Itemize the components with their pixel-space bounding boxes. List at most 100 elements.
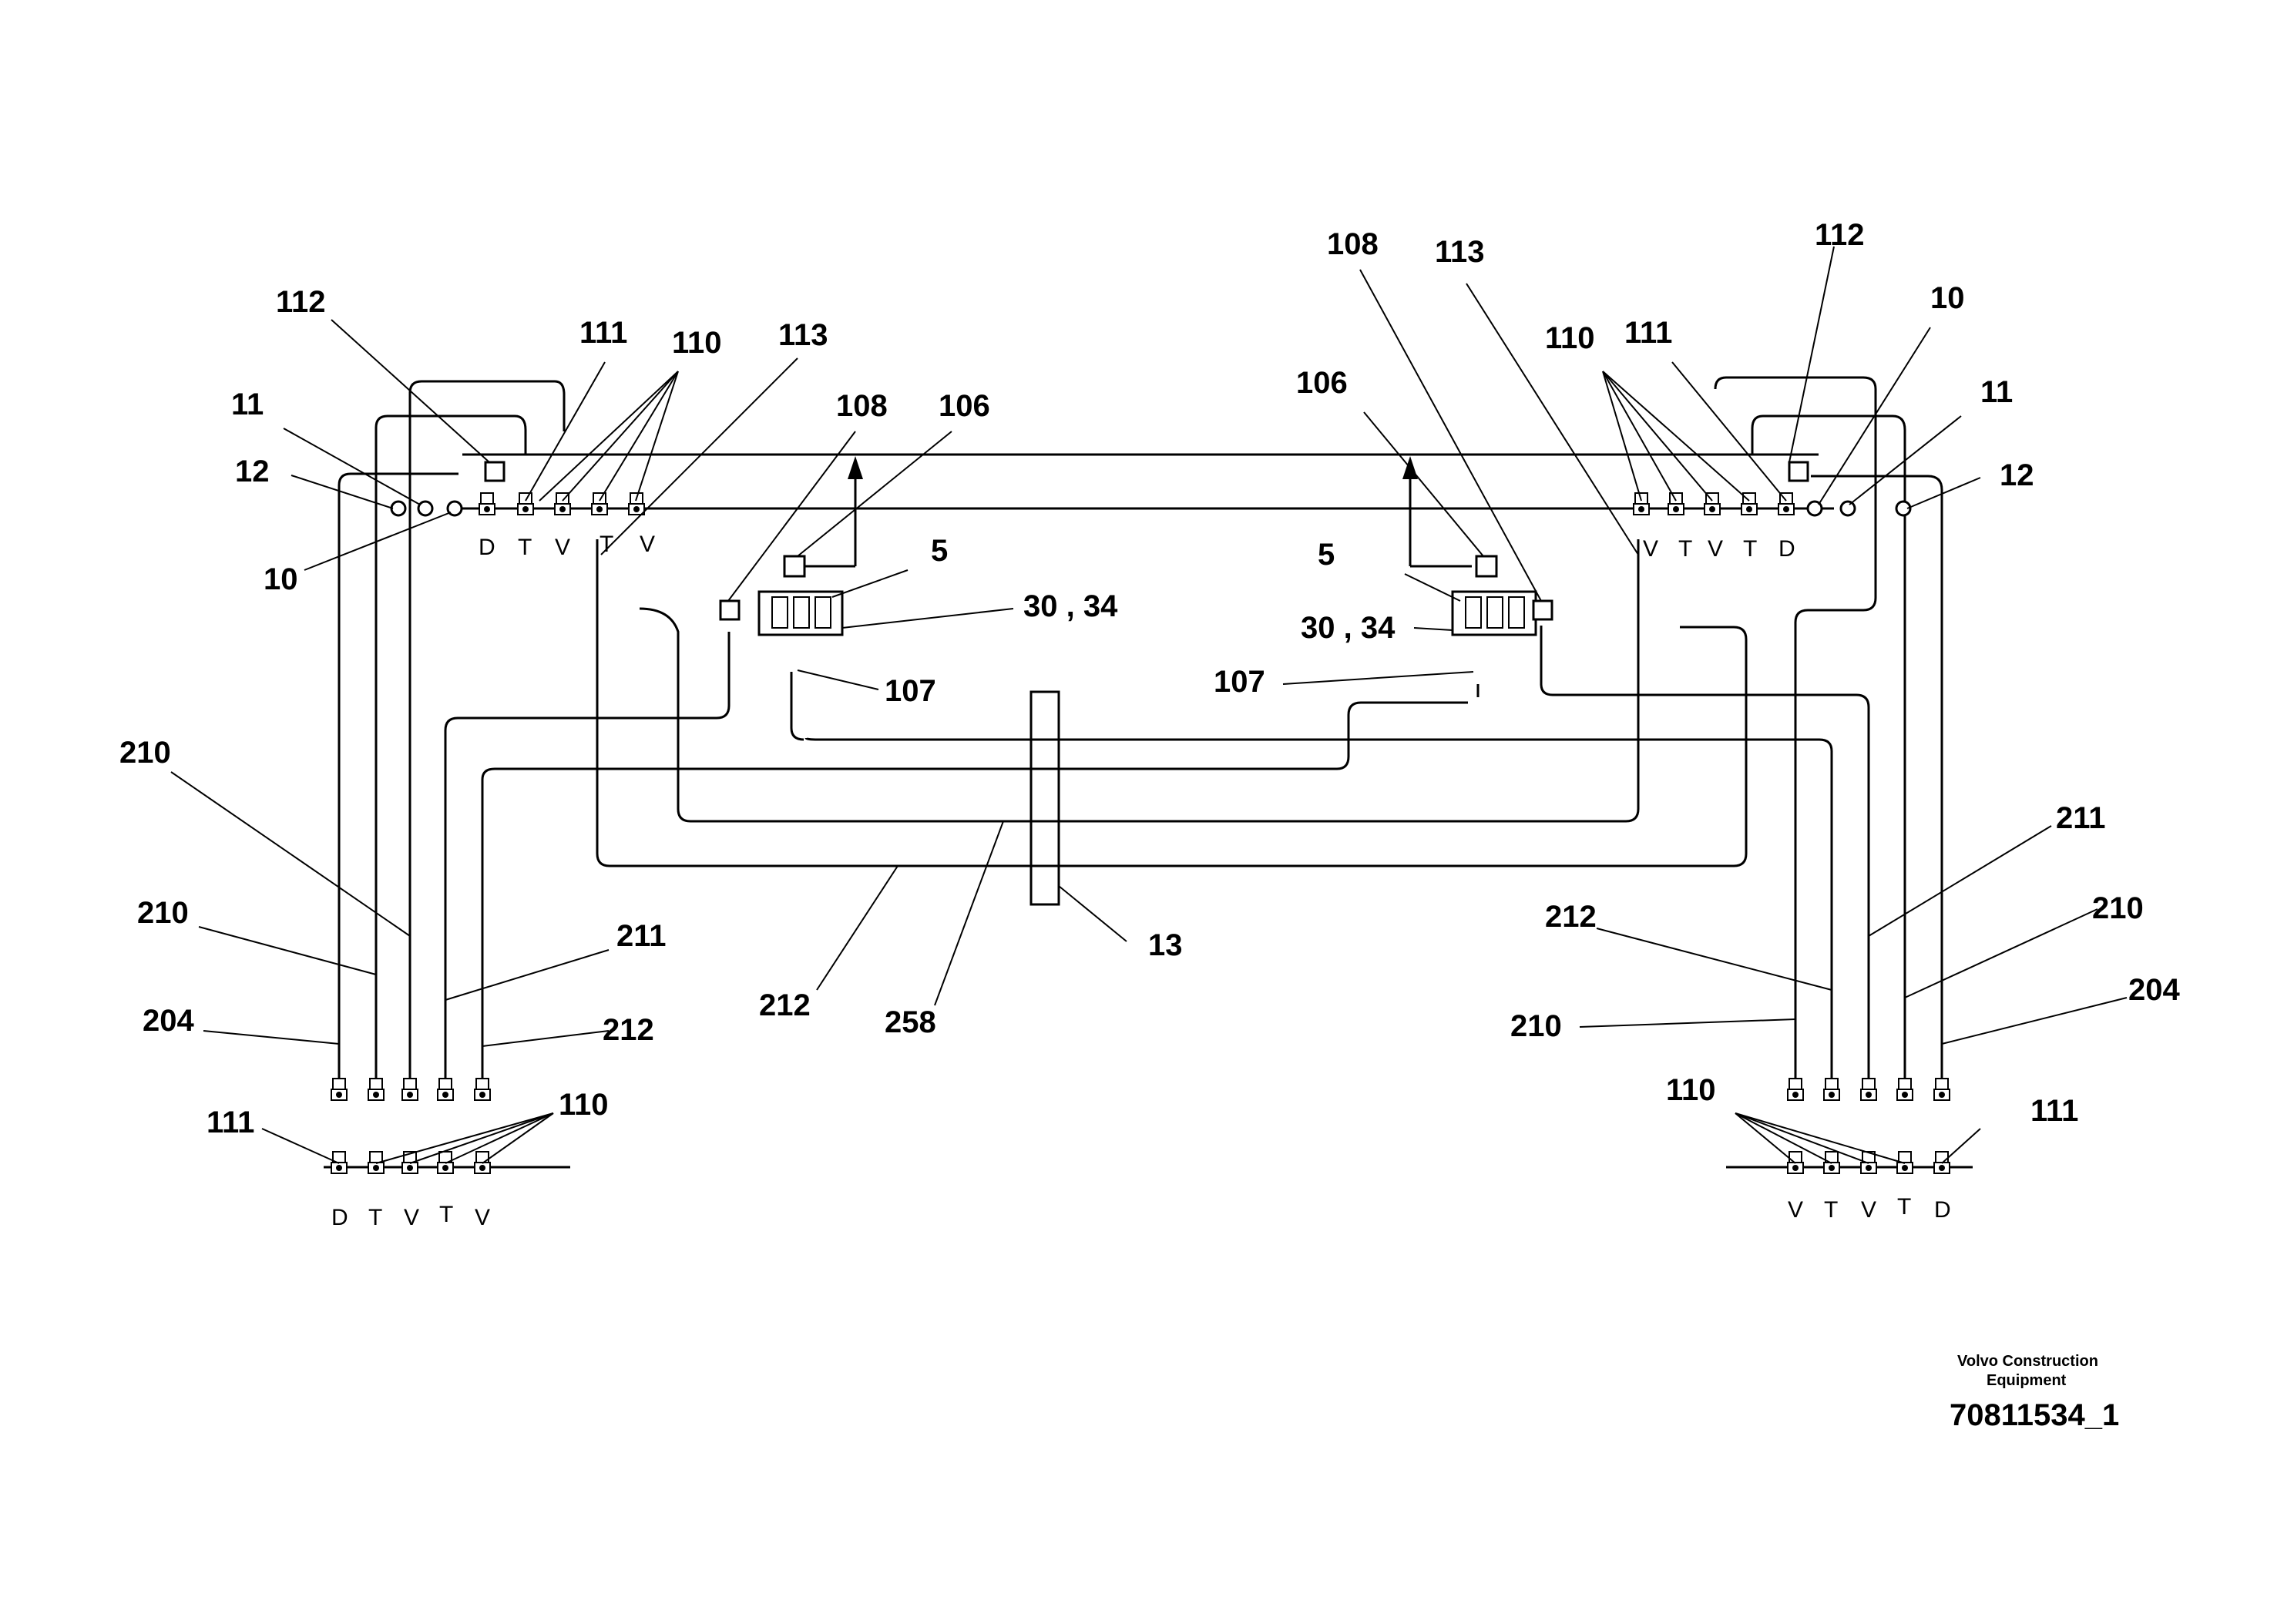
callout-110: 110 (1666, 1073, 1716, 1107)
brand-line-1: Volvo Construction (1957, 1353, 2098, 1370)
port-label: V (1861, 1197, 1876, 1223)
callout-11: 11 (231, 388, 264, 421)
callout-110: 110 (559, 1088, 609, 1122)
callout-106: 106 (1296, 366, 1348, 400)
port-label: T (518, 535, 532, 560)
port-labels-bottom-left: D T V T V (331, 1202, 490, 1230)
callout-12: 12 (235, 455, 270, 488)
callout-5: 5 (931, 534, 948, 568)
hose-fitting (401, 1151, 418, 1174)
callout-210: 210 (119, 736, 171, 770)
top-fittings (479, 492, 1795, 515)
callout-204: 204 (143, 1004, 194, 1038)
port-label: V (1643, 536, 1658, 562)
callout-112: 112 (1815, 218, 1865, 252)
hose-fitting (368, 1078, 385, 1101)
leader-lines (170, 246, 2128, 1164)
callout-210: 210 (137, 896, 189, 930)
callout-110: 110 (1545, 321, 1595, 355)
callout-108: 108 (1327, 227, 1379, 261)
hose-fitting (401, 1078, 418, 1101)
port-labels-top-right: V T V T D (1643, 536, 1795, 562)
port-label: D (1778, 536, 1795, 562)
callout-258: 258 (885, 1005, 936, 1039)
callout-210: 210 (1510, 1009, 1562, 1043)
hose-fitting (591, 492, 608, 515)
hose-fitting (1741, 492, 1758, 515)
callouts-center: 212 258 13 (759, 928, 1183, 1039)
port-label: V (475, 1205, 490, 1230)
hose-fitting (1668, 492, 1684, 515)
port-label: T (439, 1202, 453, 1227)
callout-13: 13 (1148, 928, 1183, 962)
hose-fitting (1823, 1078, 1840, 1101)
port-label: D (331, 1205, 348, 1230)
callout-113: 113 (778, 318, 828, 352)
frame-lines (324, 453, 1973, 1169)
port-label: V (555, 535, 570, 560)
callout-30-34: 30 , 34 (1023, 589, 1118, 623)
port-label: T (1743, 536, 1757, 562)
callout-113: 113 (1435, 235, 1485, 269)
valve-block-right (1451, 590, 1537, 636)
callout-107: 107 (1214, 665, 1265, 699)
brand-line-2: Equipment (1987, 1372, 2067, 1389)
hose-fitting (1860, 1078, 1877, 1101)
port-label: V (640, 532, 655, 557)
bottom-fittings (331, 1078, 1950, 1174)
left-hoses (338, 380, 1468, 1082)
port-label: T (600, 532, 613, 557)
callout-112: 112 (276, 285, 326, 319)
port-label: D (479, 535, 495, 560)
callout-10: 10 (1930, 281, 1965, 315)
callout-107: 107 (885, 674, 936, 708)
hose-fitting (1633, 492, 1650, 515)
hose-fitting (1933, 1078, 1950, 1101)
callout-212: 212 (1545, 900, 1597, 934)
callout-111: 111 (207, 1106, 254, 1139)
small-valves (484, 461, 1809, 621)
callout-5: 5 (1318, 538, 1335, 572)
port-label: D (1934, 1197, 1951, 1223)
hose-fitting (554, 492, 571, 515)
port-label: V (1788, 1197, 1803, 1223)
callout-12: 12 (2000, 458, 2034, 492)
hose-fitting (474, 1078, 491, 1101)
hose-fitting (1778, 492, 1795, 515)
port-label: T (368, 1205, 382, 1230)
callout-10: 10 (264, 562, 298, 596)
hose-fitting (479, 492, 495, 515)
arrow-heads (848, 456, 1418, 479)
callout-212: 212 (759, 988, 811, 1022)
callout-111: 111 (2030, 1094, 2078, 1128)
port-label: T (1897, 1194, 1911, 1220)
port-labels-bottom-right: V T V T D (1788, 1194, 1951, 1223)
callout-111: 111 (579, 316, 627, 350)
callout-212: 212 (603, 1013, 654, 1047)
callout-110: 110 (672, 326, 722, 360)
hose-fitting (1704, 492, 1721, 515)
crossover-hoses (596, 462, 1748, 867)
hose-fitting (1823, 1151, 1840, 1174)
callout-11: 11 (1980, 375, 2013, 409)
part-13-plate (1029, 690, 1060, 906)
callouts-right: 108 113 112 10 110 111 11 12 106 5 30 , … (1214, 218, 2180, 1128)
port-circles (390, 500, 1912, 517)
hose-fitting (331, 1078, 348, 1101)
callout-210: 210 (2092, 891, 2144, 925)
hose-fitting (1896, 1078, 1913, 1101)
callout-211: 211 (616, 919, 667, 953)
port-label: T (1678, 536, 1692, 562)
drawing-number: 70811534_1 (1950, 1398, 2119, 1432)
port-labels-top-left: D T V T V (479, 532, 655, 560)
port-label: V (1708, 536, 1723, 562)
callout-204: 204 (2128, 973, 2180, 1007)
callout-108: 108 (836, 389, 888, 423)
callout-106: 106 (939, 389, 990, 423)
port-label: V (404, 1205, 419, 1230)
hose-fitting (437, 1078, 454, 1101)
title-block: Volvo Construction Equipment 70811534_1 (1950, 1353, 2119, 1432)
hose-fitting (437, 1151, 454, 1174)
callout-30-34: 30 , 34 (1301, 611, 1396, 645)
